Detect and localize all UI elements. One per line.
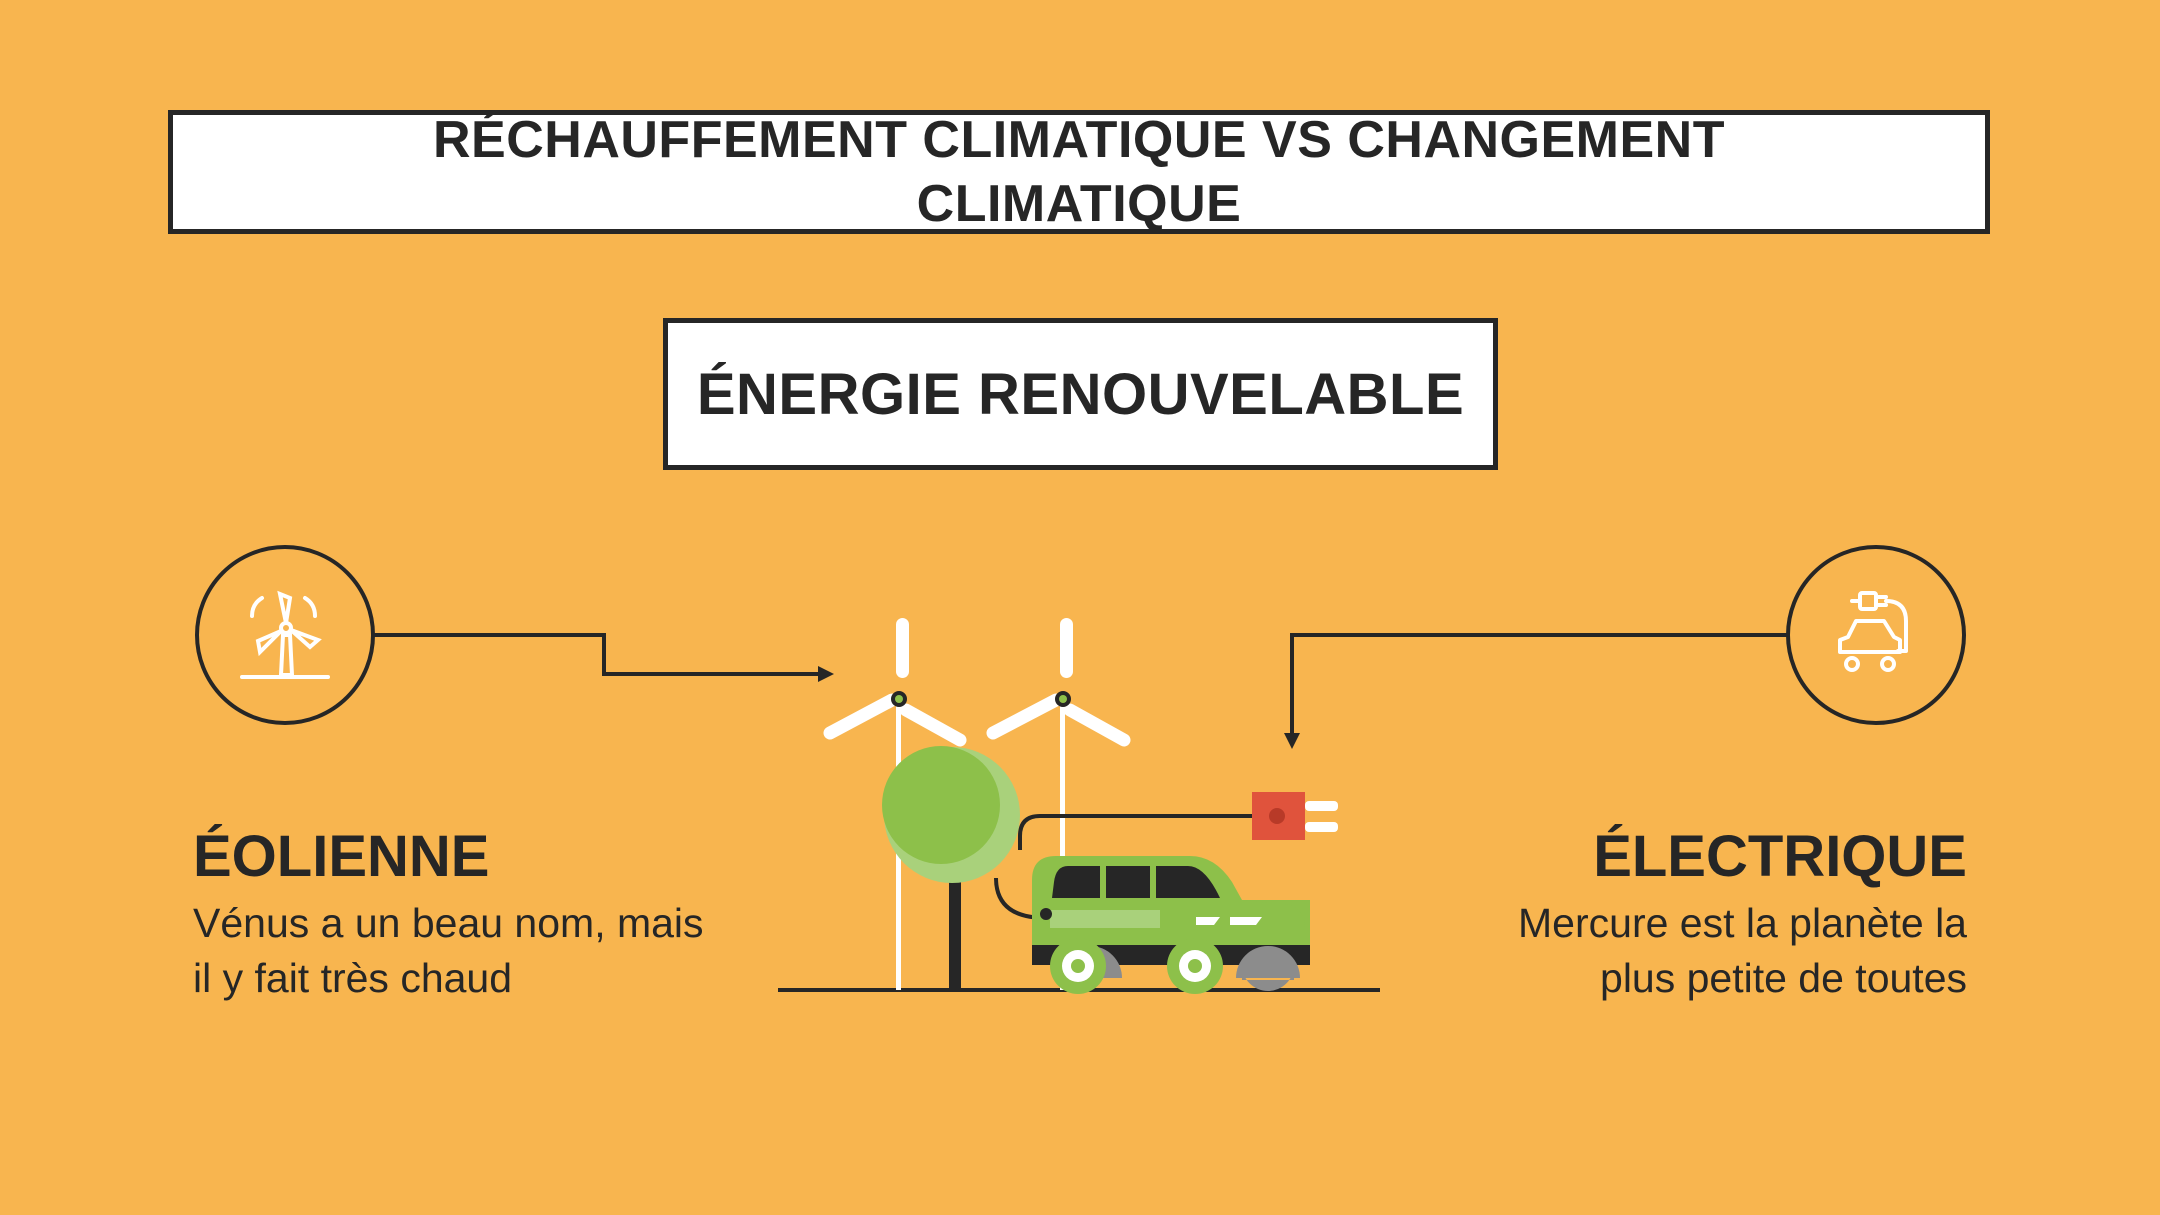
right-arrowhead	[1284, 733, 1300, 749]
charging-cable	[1018, 814, 1252, 850]
left-connector-arrow	[374, 633, 818, 676]
renewable-energy-illustration	[778, 618, 1380, 994]
right-description: Mercure est la planète la plus petite de…	[1518, 900, 1967, 1001]
electric-car	[1032, 856, 1310, 994]
left-heading: ÉOLIENNE	[193, 824, 490, 889]
title-banner: RÉCHAUFFEMENT CLIMATIQUE VS CHANGEMENT C…	[168, 110, 1990, 234]
subtitle-banner: ÉNERGIE RENOUVELABLE	[663, 318, 1498, 470]
wind-turbine-icon	[195, 545, 375, 725]
page-subtitle: ÉNERGIE RENOUVELABLE	[696, 361, 1465, 427]
page-title: RÉCHAUFFEMENT CLIMATIQUE VS CHANGEMENT C…	[432, 111, 1725, 233]
right-connector-arrow	[1290, 633, 1787, 733]
plug-icon	[1252, 792, 1338, 840]
electric-car-icon	[1786, 545, 1966, 725]
tree	[882, 746, 1020, 990]
right-heading: ÉLECTRIQUE	[1593, 824, 1967, 889]
left-arrowhead	[818, 666, 834, 682]
left-description: Vénus a un beau nom, mais il y fait très…	[193, 900, 704, 1001]
wind-turbine-right	[986, 618, 1131, 990]
